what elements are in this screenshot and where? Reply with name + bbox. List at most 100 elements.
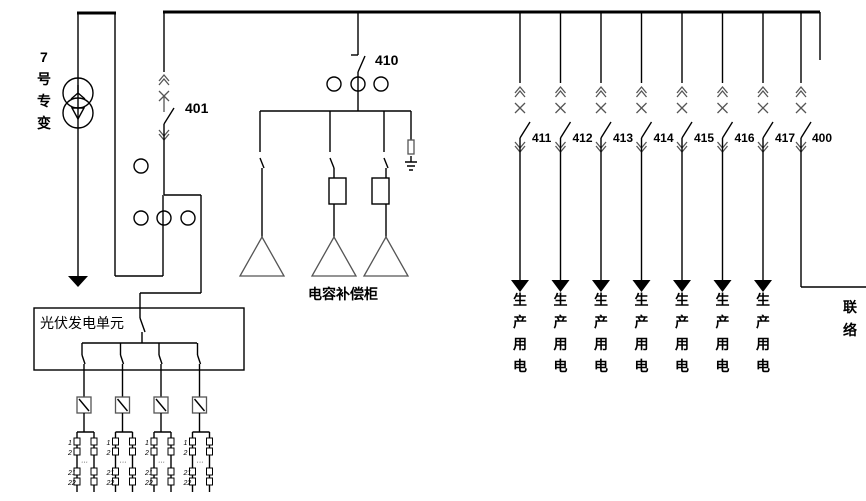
load-label-char: 生 <box>716 292 730 309</box>
switch-blade-icon <box>139 317 146 333</box>
fuse-box-icon <box>371 177 390 205</box>
pv-panel-icon <box>206 437 213 446</box>
current-transformer-icon <box>326 76 342 92</box>
load-label-char: 用 <box>675 337 689 353</box>
breaker-cross-icon <box>555 102 566 114</box>
breaker-blade-icon <box>519 121 531 139</box>
delta-symbol-icon <box>70 107 86 121</box>
tie-label-char: 联 <box>843 300 858 316</box>
withdrawable-contact-icon <box>595 85 607 98</box>
pv-unit-frame <box>33 307 245 371</box>
pv-string-label: 21 <box>144 470 153 477</box>
load-label-char: 产 <box>554 314 568 331</box>
withdrawable-contact-icon <box>514 85 526 98</box>
load-arrow-icon <box>592 280 610 292</box>
pv-panel-icon <box>129 447 136 456</box>
pv-panel-icon <box>206 467 213 476</box>
load-label-char: 用 <box>756 337 770 353</box>
switch-blade-icon <box>383 157 389 169</box>
capacitor-breaker-label: 410 <box>375 52 399 68</box>
load-label-char: 生 <box>756 292 770 309</box>
transformer-label-char: 7 <box>40 49 48 65</box>
load-label-char: 电 <box>635 358 649 375</box>
pv-panel-icon <box>189 467 196 476</box>
breaker-blade-icon <box>640 121 653 139</box>
pv-string-label: 2 <box>106 450 111 457</box>
load-label-char: 用 <box>594 337 608 353</box>
pv-panel-icon <box>206 477 213 486</box>
pv-ellipsis: ··· <box>81 459 88 466</box>
ground-arrow-icon <box>68 276 88 287</box>
load-label-char: 生 <box>675 292 689 309</box>
breaker-blade-icon <box>800 121 812 139</box>
load-label-char: 产 <box>635 314 649 331</box>
capacitor-cabinet-label: 电容补偿柜 <box>308 286 378 303</box>
feeder-label: 411 <box>532 131 552 145</box>
pv-panel-icon <box>167 447 175 456</box>
tie-label-char: 络 <box>843 322 857 339</box>
current-transformer-icon <box>156 210 172 226</box>
load-arrow-icon <box>632 280 651 292</box>
load-label-char: 电 <box>716 358 730 375</box>
tie-breaker-label: 400 <box>812 131 832 145</box>
capacitor-bank-delta-icon <box>310 235 358 277</box>
breaker-blade-icon <box>559 121 572 139</box>
load-label-char: 电 <box>756 358 770 375</box>
pv-panel-icon <box>150 477 158 486</box>
pv-panel-icon <box>167 437 175 446</box>
feeder-group: 411生产用电412生产用电413生产用电414生产用电415生产用电416生产… <box>511 12 795 375</box>
load-arrow-icon <box>551 280 570 292</box>
switch-blade-icon <box>81 354 86 365</box>
withdrawable-contact-icon <box>795 85 807 98</box>
pv-string-label: 1 <box>68 440 72 447</box>
breaker-blade-icon <box>762 121 774 139</box>
pv-panel-icon <box>112 437 119 446</box>
pv-panel-icon <box>206 447 213 456</box>
feeder-label: 412 <box>573 131 593 145</box>
fuse-box-icon <box>328 177 347 205</box>
current-transformer-icon <box>373 76 389 92</box>
current-transformer-icon <box>133 210 149 226</box>
pv-panel-icon <box>90 437 98 446</box>
switch-blade-icon <box>259 157 265 169</box>
pv-string-label: 1 <box>184 440 188 447</box>
pv-panel-icon <box>112 467 119 476</box>
pv-string-label: 1 <box>107 440 111 447</box>
load-label-char: 电 <box>513 358 527 375</box>
pv-panel-icon <box>167 477 175 486</box>
pv-panel-icon <box>90 447 98 456</box>
current-transformer-icon <box>180 210 196 226</box>
load-label-char: 电 <box>554 358 568 375</box>
load-label-char: 用 <box>554 337 568 353</box>
pv-string-label: 2 <box>144 450 149 457</box>
breaker-cross-icon <box>514 102 526 114</box>
load-label-char: 产 <box>716 314 730 331</box>
withdrawable-contact-icon <box>555 85 566 98</box>
capacitor-bank-delta-icon <box>362 235 410 277</box>
load-label-char: 生 <box>594 292 608 309</box>
load-label-char: 产 <box>675 314 689 331</box>
capacitor-branch-410: 410 电容补偿柜 <box>238 12 417 303</box>
load-arrow-icon <box>673 280 691 292</box>
pv-panel-icon <box>129 437 136 446</box>
pv-panel-icon <box>73 477 81 486</box>
load-label-char: 电 <box>675 358 689 375</box>
switch-blade-icon <box>329 157 335 169</box>
switch-blade-icon <box>196 354 202 365</box>
feeder-label: 414 <box>654 131 674 145</box>
pv-string-label: 2 <box>67 450 72 457</box>
breaker-blade-icon <box>721 121 734 139</box>
pv-panel-icon <box>189 477 196 486</box>
withdrawable-contact-icon <box>757 85 769 98</box>
pv-string-label: 1 <box>145 440 149 447</box>
breaker-cross-icon <box>717 102 728 114</box>
pv-panel-icon <box>150 437 158 446</box>
